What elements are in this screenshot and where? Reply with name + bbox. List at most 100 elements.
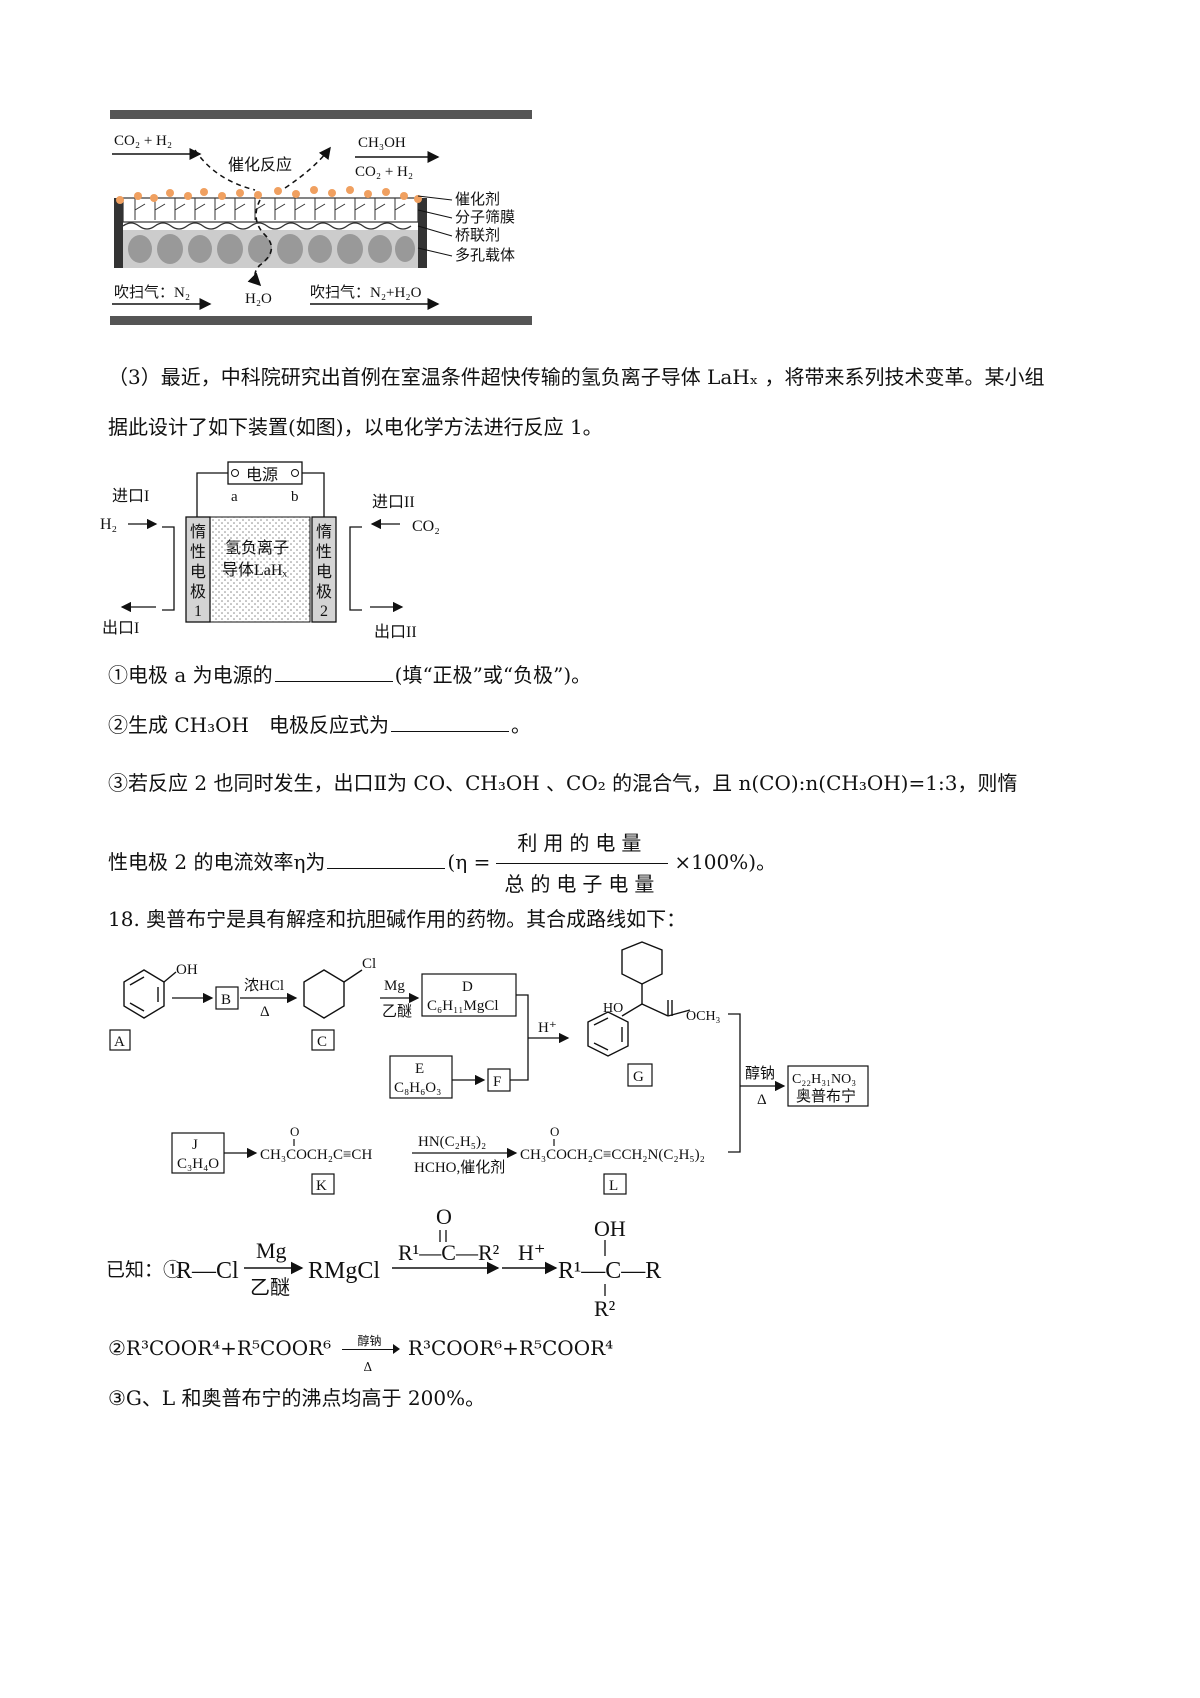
merge-line xyxy=(510,994,568,1081)
cond-sodium-alkoxide: 醇钠 xyxy=(745,1065,775,1082)
legend-sieve: 分子筛膜 xyxy=(455,209,515,226)
known-item2-arrow-head xyxy=(392,1343,400,1354)
water-path xyxy=(247,199,273,287)
efficiency-fraction: 利用的电量总的电子电量 xyxy=(496,826,669,901)
q3-sub2-post: 。 xyxy=(510,713,531,737)
cyclohexane-c xyxy=(303,969,345,1019)
q3-sub1-pre: ①电极 a 为电源的 xyxy=(108,663,273,687)
electrode-2-c3: 电 xyxy=(316,563,332,581)
q3-sub2-pre: ②生成 CH₃OH 电极反应式为 xyxy=(108,713,389,737)
cond-delta-2: Δ xyxy=(757,1092,767,1108)
electrolyte xyxy=(209,516,311,623)
outlet2-label: 出口II xyxy=(374,623,417,641)
j-formula: C₃H₄O xyxy=(177,1156,219,1172)
q3-sub3-line1: ③若反应 2 也同时发生，出口Ⅱ为 CO、CH₃OH 、CO₂ 的混合气，且 n… xyxy=(108,771,1018,795)
label-g: G xyxy=(633,1069,644,1085)
label-out-top-1: CH₃OH xyxy=(358,135,406,151)
phenol-structure xyxy=(123,969,177,1019)
known-reaction-1: 已知：① R—Cl Mg 乙醚 RMgCl O R¹—C—R² H⁺ OH R¹… xyxy=(106,1204,661,1320)
cond-h-plus: H⁺ xyxy=(538,1020,557,1036)
join-line xyxy=(728,1013,784,1153)
answer-blank-1[interactable] xyxy=(274,663,393,682)
power-label: 电源 xyxy=(246,466,278,484)
fraction-denominator: 总的电子电量 xyxy=(504,872,661,896)
eta-symbol: (η = xyxy=(447,850,491,874)
electrode-1-c4: 极 xyxy=(190,583,206,601)
q3-sub1: ①电极 a 为电源的 (填“正极”或“负极”)。 xyxy=(108,660,591,690)
fraction-numerator: 利用的电量 xyxy=(496,826,669,864)
label-in-top: CO₂ + H₂ xyxy=(114,133,172,149)
legend-support: 多孔载体 xyxy=(455,247,515,264)
box-product xyxy=(787,1065,869,1107)
known-mg: Mg xyxy=(256,1238,287,1263)
label-in-bottom: 吹扫气：N₂ xyxy=(114,284,190,301)
terminal-b: b xyxy=(291,489,299,505)
known-rmgcl: RMgCl xyxy=(308,1258,380,1284)
electrolyte-line1: 氢负离子 xyxy=(225,539,289,557)
inlet2-label: 进口II xyxy=(372,493,415,511)
answer-blank-2[interactable] xyxy=(390,713,509,732)
electrode-2-c4: 极 xyxy=(316,583,332,601)
electrode-1-c1: 惰 xyxy=(190,523,206,541)
cond-mg: Mg xyxy=(384,978,405,994)
molecular-sieve xyxy=(122,197,419,223)
legend-catalyst: 催化剂 xyxy=(455,191,500,208)
inlet1-label: 进口I xyxy=(112,487,149,505)
known-item2: ②R³COOR⁴+R⁵COOR⁶ 醇钠 Δ R³COOR⁶+R⁵COOR⁴ xyxy=(108,1333,613,1374)
known-ketone: R¹—C—R² xyxy=(398,1240,500,1265)
known-product: R¹—C—R xyxy=(558,1258,661,1284)
q18-title: 18. 奥普布宁是具有解痉和抗胆碱作用的药物。其合成路线如下： xyxy=(108,907,687,931)
electrode-2-c2: 性 xyxy=(316,543,332,561)
e-formula: C₈H₆O₃ xyxy=(394,1080,441,1096)
wire-a xyxy=(196,472,228,517)
q3-sub2: ②生成 CH₃OH 电极反应式为 。 xyxy=(108,710,531,740)
known-item2-left: ②R³COOR⁴+R⁵COOR⁶ xyxy=(108,1336,332,1360)
box-b xyxy=(215,986,239,1010)
label-reaction: 催化反应 xyxy=(228,155,292,174)
box-a xyxy=(109,1029,131,1051)
known-prefix: 已知：① xyxy=(106,1259,182,1281)
box-k xyxy=(311,1173,335,1195)
q3-intro-line2: 据此设计了如下装置(如图)，以电化学方法进行反应 1。 xyxy=(108,415,603,439)
label-k: K xyxy=(316,1178,327,1194)
l-formula: CH₃COCH₂C≡CCH₂N(C₂H₅)₂ xyxy=(520,1147,705,1163)
known-ether: 乙醚 xyxy=(250,1276,290,1299)
known-ketone-o: O xyxy=(436,1204,452,1229)
cond-delta-1: Δ xyxy=(260,1004,270,1020)
terminal-a-dot xyxy=(231,469,239,477)
chamber-left xyxy=(162,526,175,611)
known-item2-arrow: 醇钠 Δ xyxy=(338,1334,402,1374)
wire-b xyxy=(302,472,325,517)
q3-sub3-line2: 性电极 2 的电流效率η为(η =利用的电量总的电子电量×100%)。 xyxy=(108,826,776,901)
bridging-agent xyxy=(122,222,412,230)
box-l xyxy=(603,1173,627,1195)
terminal-b-dot xyxy=(291,469,299,477)
q3-sub3-pre: 性电极 2 的电流效率η为 xyxy=(108,850,326,874)
known-h-plus: H⁺ xyxy=(518,1240,546,1265)
g-och3: OCH₃ xyxy=(686,1009,721,1024)
membrane-reactor-figure: CO₂ + H₂ 催化反应 CH₃OH CO₂ + H₂ 催化剂 分子筛膜 桥联… xyxy=(110,110,532,325)
known-item3: ③G、L 和奥普布宁的沸点均高于 200%。 xyxy=(108,1386,486,1410)
left-wall xyxy=(114,198,123,268)
label-j: J xyxy=(192,1137,198,1153)
q3-sub3-post: ×100%)。 xyxy=(674,850,777,874)
q3-sub1-post: (填“正极”或“负极”)。 xyxy=(394,663,592,687)
reaction-path-in xyxy=(194,149,256,191)
g-ho: HO xyxy=(603,1001,623,1016)
d-formula: C₆H₁₁MgCl xyxy=(427,998,499,1014)
legend-bridge: 桥联剂 xyxy=(455,227,500,244)
electrode-2-c5: 2 xyxy=(320,603,328,620)
synthesis-route-figure: OH A B 浓HCl Δ Cl C Mg 乙醚 D C₆H₁₁MgCl E C… xyxy=(109,941,869,1195)
bottom-rail xyxy=(110,316,532,325)
l-o: O xyxy=(550,1124,559,1139)
reaction-path-out xyxy=(284,146,331,189)
a-oh: OH xyxy=(176,962,198,978)
k-o: O xyxy=(290,1124,299,1139)
product-name: 奥普布宁 xyxy=(796,1088,856,1105)
sieve-cells xyxy=(134,198,406,220)
electrolyte-line2: 导体LaHₓ xyxy=(222,561,287,579)
known-product-oh: OH xyxy=(594,1216,626,1241)
label-out-top-2: CO₂ + H₂ xyxy=(355,164,413,180)
electrode-1 xyxy=(185,516,211,623)
answer-blank-3[interactable] xyxy=(327,850,446,869)
